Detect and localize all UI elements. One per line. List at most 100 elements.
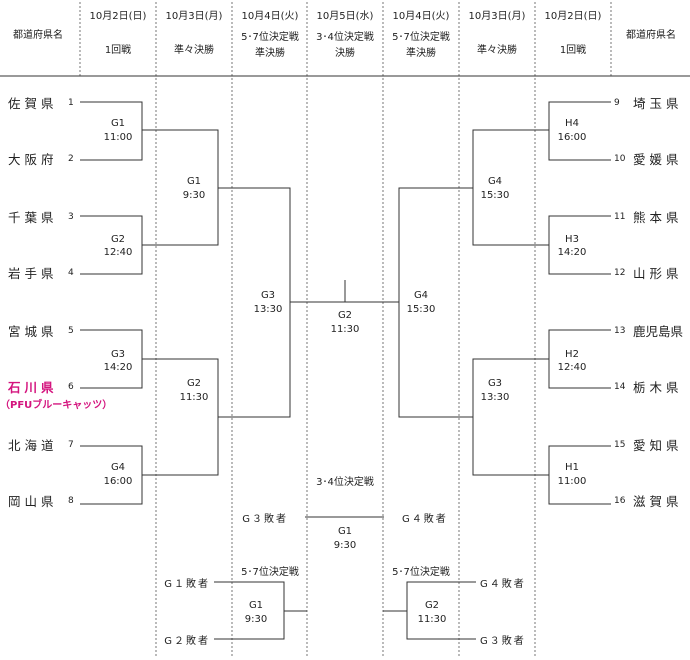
match-time: 13:30 [254, 304, 283, 315]
header-round-5a: 5･7位決定戦 [392, 30, 450, 43]
match-time: 9:30 [245, 614, 267, 625]
match-id: G2 [338, 310, 352, 321]
match-id: G1 [249, 600, 263, 611]
header-round-7: 1回戦 [560, 43, 586, 56]
team-seed: 15 [614, 440, 625, 450]
team-seed: 16 [614, 496, 626, 506]
fifth-left-title: 5･7位決定戦 [241, 565, 299, 578]
match-id: G3 [111, 349, 125, 360]
match-time: 11:30 [418, 614, 447, 625]
team-name: 熊本県 [633, 210, 683, 225]
team-name: 岡山県 [8, 494, 58, 509]
match-time: 16:00 [558, 132, 587, 143]
match-time: 12:40 [558, 362, 587, 373]
team-name: 大阪府 [8, 152, 58, 167]
match-id: H3 [565, 234, 579, 245]
header-round-5b: 準決勝 [406, 46, 436, 59]
third-place-left-team: G３敗者 [242, 512, 288, 525]
team-name: 栃木県 [633, 380, 683, 395]
match-id: G3 [261, 290, 275, 301]
header-round-4b: 決勝 [335, 46, 355, 59]
match-id: G2 [187, 378, 201, 389]
column-dividers [79, 2, 612, 658]
team-club-highlight: （PFUブルーキャッツ） [0, 398, 112, 411]
header-date-4: 10月5日(水) [317, 10, 374, 22]
team-name: 愛知県 [633, 438, 683, 453]
header-date-2: 10月3日(月) [166, 10, 223, 22]
team-name: 佐賀県 [8, 96, 58, 111]
right-match-labels: G4 15:30 G4 15:30 G3 13:30 H4 16:00 H3 1… [407, 118, 587, 487]
fifth-left-bottom-team: G２敗者 [164, 634, 210, 647]
team-seed: 14 [614, 382, 626, 392]
match-time: 14:20 [104, 362, 133, 373]
third-place-match: 3･4位決定戦 G３敗者 G４敗者 G1 9:30 [242, 475, 448, 551]
header-round-2: 準々決勝 [174, 43, 214, 56]
match-id: H1 [565, 462, 579, 473]
match-time: 16:00 [104, 476, 133, 487]
fifth-place-right: 5･7位決定戦 G４敗者 G３敗者 G2 11:30 [383, 565, 526, 647]
header-round-4a: 3･4位決定戦 [316, 30, 374, 43]
fifth-left-top-team: G１敗者 [164, 577, 210, 590]
match-time: 11:30 [180, 392, 209, 403]
match-id: G4 [111, 462, 125, 473]
team-seed: 9 [614, 98, 620, 108]
header-round-6: 準々決勝 [477, 43, 517, 56]
match-time: 15:30 [407, 304, 436, 315]
match-id: G1 [187, 176, 201, 187]
match-time: 11:00 [558, 476, 587, 487]
fifth-right-title: 5･7位決定戦 [392, 565, 450, 578]
header-date-3: 10月4日(火) [242, 10, 299, 22]
team-name: 岩手県 [8, 266, 58, 281]
third-place-right-team: G４敗者 [402, 512, 448, 525]
match-id: G4 [488, 176, 502, 187]
right-bracket-lines [345, 101, 611, 505]
team-seed: 6 [68, 382, 74, 392]
fifth-right-top-team: G４敗者 [480, 577, 526, 590]
header-round-3a: 5･7位決定戦 [241, 30, 299, 43]
header: 都道府県名 10月2日(日) 1回戦 10月3日(月) 準々決勝 10月4日(火… [13, 10, 676, 59]
right-teams: 9 埼玉県 10 愛媛県 11 熊本県 12 山形県 13 鹿児島県 14 栃木… [614, 96, 683, 509]
team-name: 滋賀県 [633, 494, 683, 509]
team-seed: 11 [614, 212, 625, 222]
left-teams: 佐賀県 1 大阪府 2 千葉県 3 岩手県 4 宮城県 5 石川県 6 （PFU… [0, 96, 112, 509]
team-seed: 13 [614, 326, 625, 336]
header-date-7: 10月2日(日) [545, 10, 602, 22]
match-time: 11:00 [104, 132, 133, 143]
team-seed: 3 [68, 212, 74, 222]
team-seed: 8 [68, 496, 74, 506]
header-date-1: 10月2日(日) [90, 10, 147, 22]
team-name: 愛媛県 [633, 152, 683, 167]
fifth-right-bottom-team: G３敗者 [480, 634, 526, 647]
final-label: G2 11:30 [331, 310, 360, 335]
match-id: H2 [565, 349, 579, 360]
header-round-1: 1回戦 [105, 43, 131, 56]
team-name: 埼玉県 [633, 96, 683, 111]
match-time: 13:30 [481, 392, 510, 403]
match-id: G2 [111, 234, 125, 245]
match-id: H4 [565, 118, 579, 129]
match-time: 15:30 [481, 190, 510, 201]
team-name: 宮城県 [8, 324, 58, 339]
team-name: 鹿児島県 [633, 324, 683, 339]
team-seed: 10 [614, 154, 626, 164]
left-bracket-lines [80, 101, 345, 505]
header-date-6: 10月3日(月) [469, 10, 526, 22]
left-match-labels: G1 11:00 G2 12:40 G3 14:20 G4 16:00 G1 9… [104, 118, 283, 487]
team-name: 北海道 [8, 438, 58, 453]
header-pref-left: 都道府県名 [13, 28, 63, 41]
team-seed: 4 [68, 268, 74, 278]
match-time: 14:20 [558, 247, 587, 258]
team-seed: 7 [68, 440, 74, 450]
match-id: G2 [425, 600, 439, 611]
header-date-5: 10月4日(火) [393, 10, 450, 22]
team-name-highlight: 石川県 [7, 380, 58, 395]
match-time: 11:30 [331, 324, 360, 335]
header-pref-right: 都道府県名 [626, 28, 676, 41]
match-time: 12:40 [104, 247, 133, 258]
match-id: G1 [111, 118, 125, 129]
team-seed: 1 [68, 98, 74, 108]
team-seed: 2 [68, 154, 74, 164]
match-time: 9:30 [183, 190, 205, 201]
match-id: G3 [488, 378, 502, 389]
third-place-title: 3･4位決定戦 [316, 475, 374, 488]
